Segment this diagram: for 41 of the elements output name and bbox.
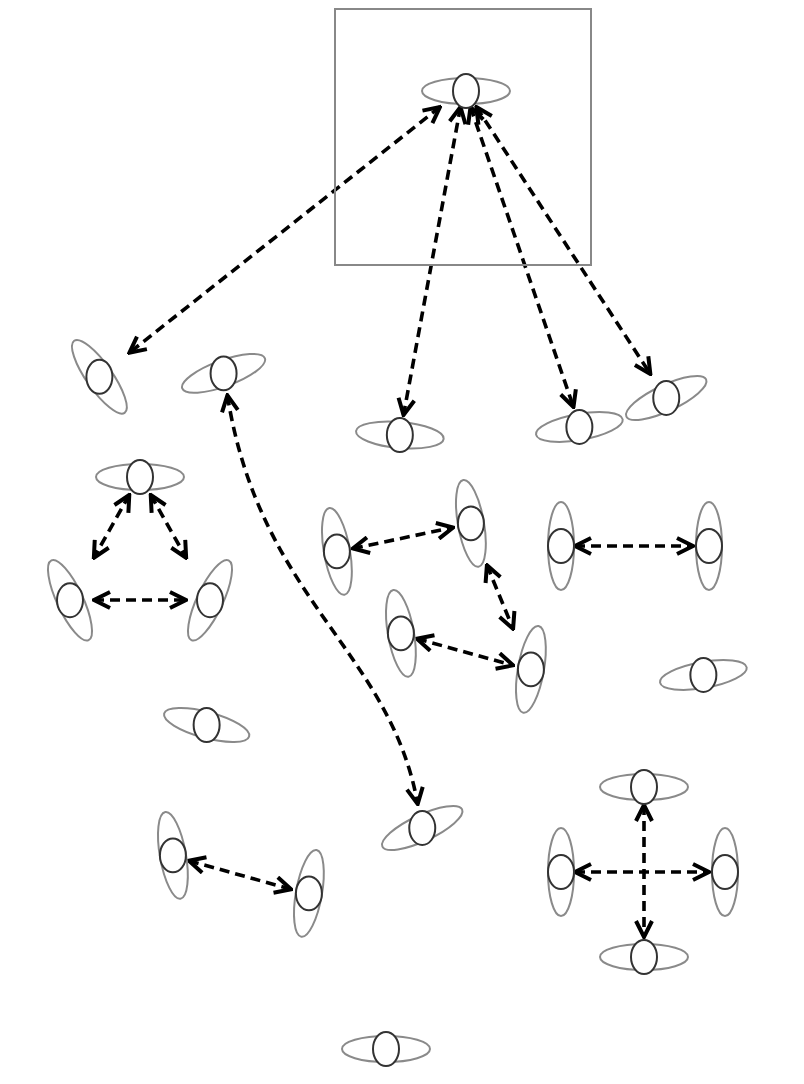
dashed-arrow	[220, 393, 424, 806]
dashed-arrow	[474, 105, 653, 376]
dashed-arrow	[186, 855, 294, 895]
dashed-arrow	[483, 563, 517, 631]
dashed-arrow	[127, 105, 442, 355]
person-figure	[340, 1029, 432, 1067]
person-figure	[598, 937, 690, 975]
frame-box	[334, 8, 592, 266]
person-figure	[45, 557, 94, 643]
person-figure	[70, 337, 130, 415]
person-figure	[453, 478, 487, 570]
person-figure	[545, 826, 575, 918]
person-figure	[598, 767, 690, 805]
person-figure	[658, 655, 750, 693]
dashed-arrow	[91, 493, 132, 560]
dashed-arrow	[148, 493, 189, 560]
dashed-arrow	[466, 105, 578, 409]
person-figure	[420, 71, 512, 109]
dashed-arrow	[573, 536, 695, 556]
person-figure	[94, 457, 186, 495]
person-figure	[545, 500, 575, 592]
dashed-arrow	[414, 633, 516, 671]
person-figure	[155, 810, 189, 902]
person-figure	[623, 373, 709, 422]
person-figure	[161, 705, 251, 743]
dashed-arrow	[350, 520, 456, 556]
person-figure	[513, 624, 547, 716]
person-figure	[185, 557, 234, 643]
dashed-arrow	[92, 590, 188, 610]
person-figure	[354, 415, 446, 453]
person-figure	[534, 407, 626, 445]
person-figure	[709, 826, 739, 918]
person-figure	[291, 848, 325, 940]
dashed-arrow	[396, 105, 468, 417]
dashed-arrow	[573, 862, 711, 882]
person-figure	[383, 588, 417, 680]
person-figure	[379, 803, 465, 852]
person-figure	[319, 506, 353, 598]
person-figure	[693, 500, 723, 592]
dashed-arrow	[634, 803, 654, 939]
person-figure	[180, 352, 268, 396]
